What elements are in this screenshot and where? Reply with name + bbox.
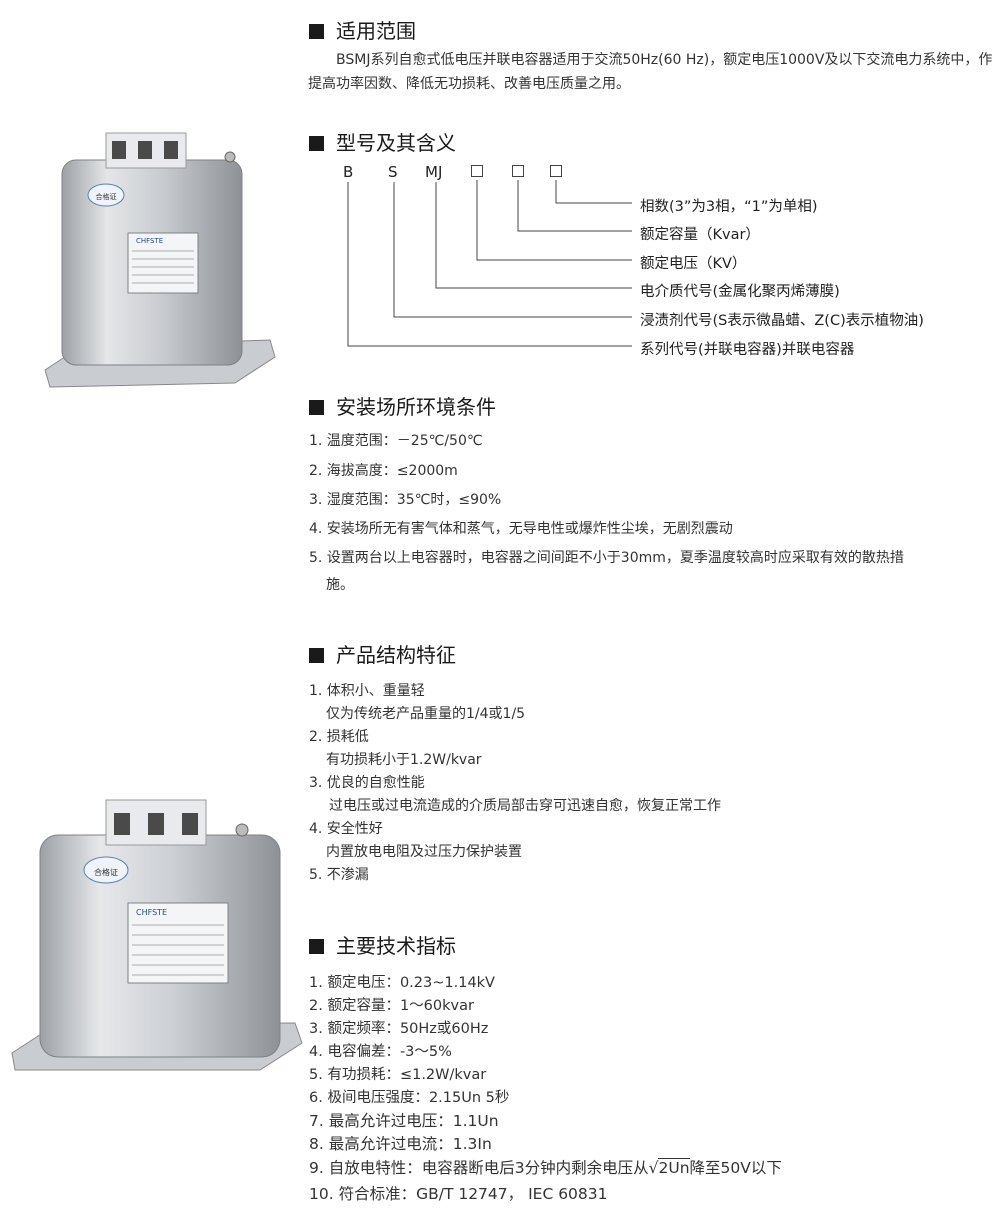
list-item: 有功损耗小于1.2W/kvar — [326, 752, 482, 768]
brand-label-bottom: CHFSTE — [136, 908, 167, 917]
model-desc-capacity: 额定容量（Kvar） — [640, 227, 760, 243]
model-title-text: 型号及其含义 — [336, 131, 456, 155]
list-item: 8. 最高允许过电流：1.3In — [309, 1135, 492, 1153]
list-item: 2. 海拔高度：≤2000m — [309, 463, 458, 479]
self-discharge-prefix: 9. 自放电特性：电容器断电后3分钟内剩余电压从 — [309, 1159, 649, 1177]
self-discharge-suffix: 降至50V以下 — [689, 1159, 782, 1177]
self-discharge-root: 2Un — [658, 1158, 690, 1177]
model-letter-b: B — [343, 163, 354, 181]
model-box-phase — [550, 165, 562, 177]
section-title-environment: 安装场所环境条件 — [309, 391, 496, 420]
list-item: 施。 — [326, 577, 354, 593]
list-item: 仅为传统老产品重量的1/4或1/5 — [326, 706, 526, 722]
capacitor-image-bottom: 合格证 CHFSTE — [11, 799, 303, 1071]
specs-title-text: 主要技术指标 — [336, 934, 456, 958]
list-item: 5. 设置两台以上电容器时，电容器之间间距不小于30mm，夏季温度较高时应采取有… — [309, 550, 904, 566]
list-item-self-discharge: 9. 自放电特性：电容器断电后3分钟内剩余电压从√2Un降至50V以下 — [309, 1156, 782, 1178]
environment-title-text: 安装场所环境条件 — [336, 395, 496, 419]
square-bullet-icon — [309, 400, 324, 415]
list-item: 3. 额定频率：50Hz或60Hz — [309, 1021, 489, 1037]
list-item: 2. 额定容量：1～60kvar — [309, 998, 474, 1014]
model-letter-mj: MJ — [425, 163, 443, 181]
cert-label-bottom: 合格证 — [94, 867, 118, 877]
model-desc-voltage: 额定电压（KV） — [640, 256, 747, 272]
structure-title-text: 产品结构特征 — [336, 643, 456, 667]
list-item: 过电压或过电流造成的介质局部击穿可迅速自愈，恢复正常工作 — [329, 798, 721, 814]
square-bullet-icon — [309, 648, 324, 663]
list-item: 3. 优良的自愈性能 — [309, 775, 425, 791]
list-item: 内置放电电阻及过压力保护装置 — [326, 844, 522, 860]
section-title-structure: 产品结构特征 — [309, 639, 456, 668]
section-title-model: 型号及其含义 — [309, 127, 456, 156]
model-desc-phase: 相数(3”为3相，“1”为单相) — [640, 199, 818, 215]
list-item: 6. 极间电压强度：2.15Un 5秒 — [309, 1090, 510, 1106]
list-item: 1. 体积小、重量轻 — [309, 683, 425, 699]
model-letter-s: S — [388, 163, 398, 181]
scope-paragraph: BSMJ系列自愈式低电压并联电容器适用于交流50Hz(60 Hz)，额定电压10… — [308, 52, 993, 92]
cert-label-top: 合格证 — [96, 192, 117, 201]
sqrt-icon: √ — [648, 1159, 659, 1177]
model-desc-impregnant: 浸渍剂代号(S表示微晶蜡、Z(C)表示植物油) — [640, 313, 924, 329]
list-item: 4. 电容偏差：-3～5% — [309, 1044, 452, 1060]
scope-title-text: 适用范围 — [336, 19, 416, 43]
list-item: 3. 湿度范围：35℃时，≤90% — [309, 492, 502, 508]
list-item: 7. 最高允许过电压：1.1Un — [309, 1112, 499, 1130]
brand-label-top: CHFSTE — [136, 237, 163, 245]
list-item: 5. 不渗漏 — [309, 867, 369, 883]
list-item-standards: 10. 符合标准：GB/T 12747， IEC 60831 — [309, 1185, 608, 1203]
square-bullet-icon — [309, 136, 324, 151]
square-bullet-icon — [309, 939, 324, 954]
model-desc-dielectric: 电介质代号(金属化聚丙烯薄膜) — [640, 284, 840, 300]
list-item: 4. 安全性好 — [309, 821, 383, 837]
list-item: 2. 损耗低 — [309, 729, 369, 745]
model-box-capacity — [512, 165, 524, 177]
square-bullet-icon — [309, 24, 324, 39]
capacitor-image-top: 合格证 CHFSTE — [44, 132, 276, 388]
model-desc-series: 系列代号(并联电容器)并联电容器 — [640, 342, 855, 358]
section-title-specs: 主要技术指标 — [309, 930, 456, 959]
list-item: 4. 安装场所无有害气体和蒸气，无导电性或爆炸性尘埃，无剧烈震动 — [309, 521, 733, 537]
model-box-voltage — [471, 165, 483, 177]
list-item: 5. 有功损耗：≤1.2W/kvar — [309, 1067, 487, 1083]
list-item: 1. 额定电压：0.23~1.14kV — [309, 975, 495, 991]
list-item: 1. 温度范围：－25℃/50℃ — [309, 433, 483, 449]
section-title-scope: 适用范围 — [309, 15, 416, 44]
